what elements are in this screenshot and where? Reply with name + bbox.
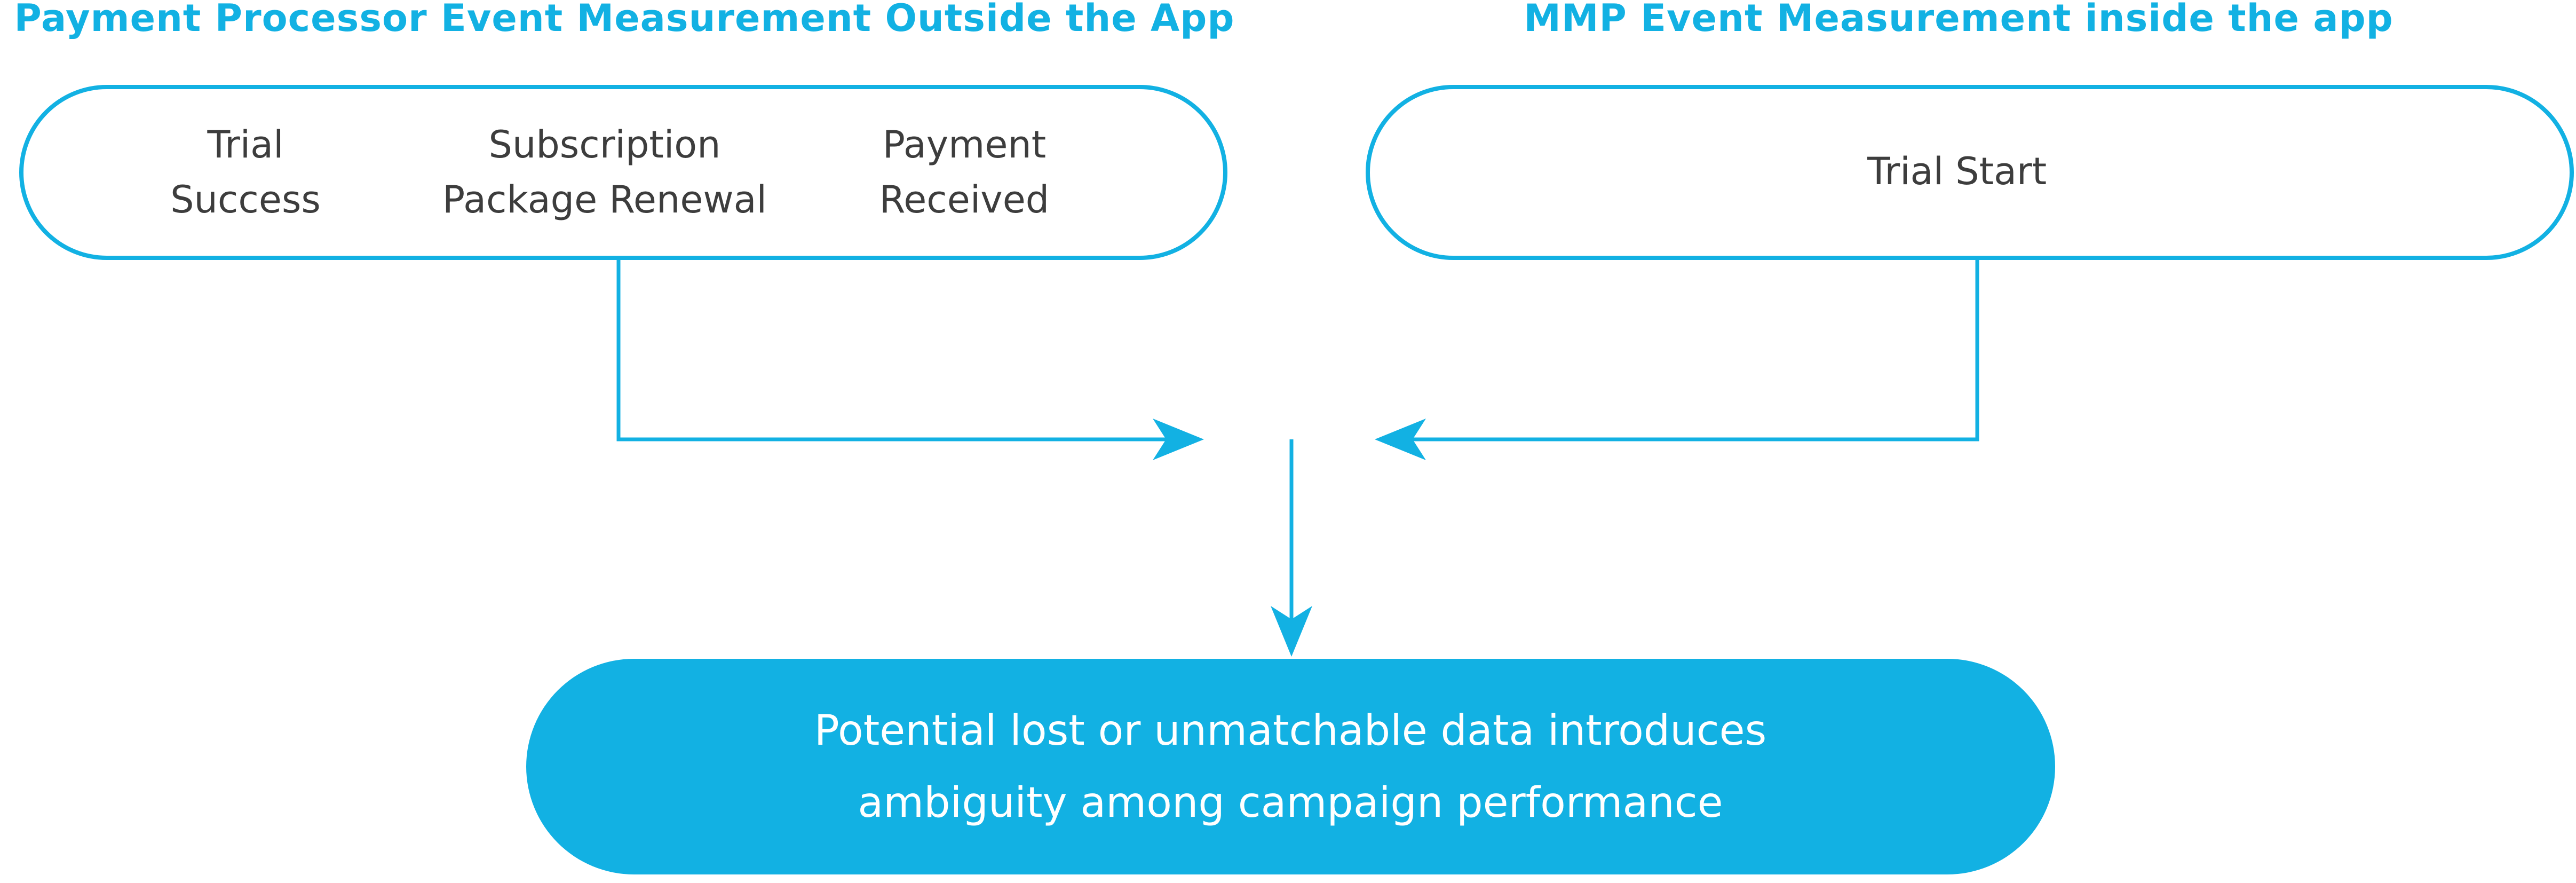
left-connector-line [616, 258, 1187, 442]
event-line-2: Success [170, 178, 321, 222]
right-connector-line [1398, 258, 1979, 442]
result-line-1: Potential lost or unmatchable data intro… [814, 707, 1767, 755]
event-line-2: Received [879, 178, 1050, 222]
event-line-2: Package Renewal [442, 178, 767, 222]
event-line-1: Subscription [489, 123, 721, 167]
event-line-1: Payment [883, 123, 1046, 167]
mmp-events-pill [1366, 85, 2574, 260]
right-connector-arrowhead [1375, 419, 1426, 460]
event-subscription-package-renewal: Subscription Package Renewal [442, 123, 767, 222]
left-connector-arrowhead [1153, 419, 1204, 460]
event-line-1: Trial [207, 123, 283, 167]
payment-processor-events-pill [19, 85, 1227, 260]
right-group-heading: MMP Event Measurement inside the app [1524, 0, 2393, 40]
event-trial-success: Trial Success [170, 123, 321, 222]
result-pill [526, 659, 2055, 874]
left-group-heading: Payment Processor Event Measurement Outs… [14, 0, 1235, 40]
down-connector-arrowhead [1271, 606, 1312, 657]
result-line-2: ambiguity among campaign performance [858, 779, 1723, 827]
event-trial-start: Trial Start [1867, 149, 2047, 193]
event-payment-received: Payment Received [879, 123, 1050, 222]
